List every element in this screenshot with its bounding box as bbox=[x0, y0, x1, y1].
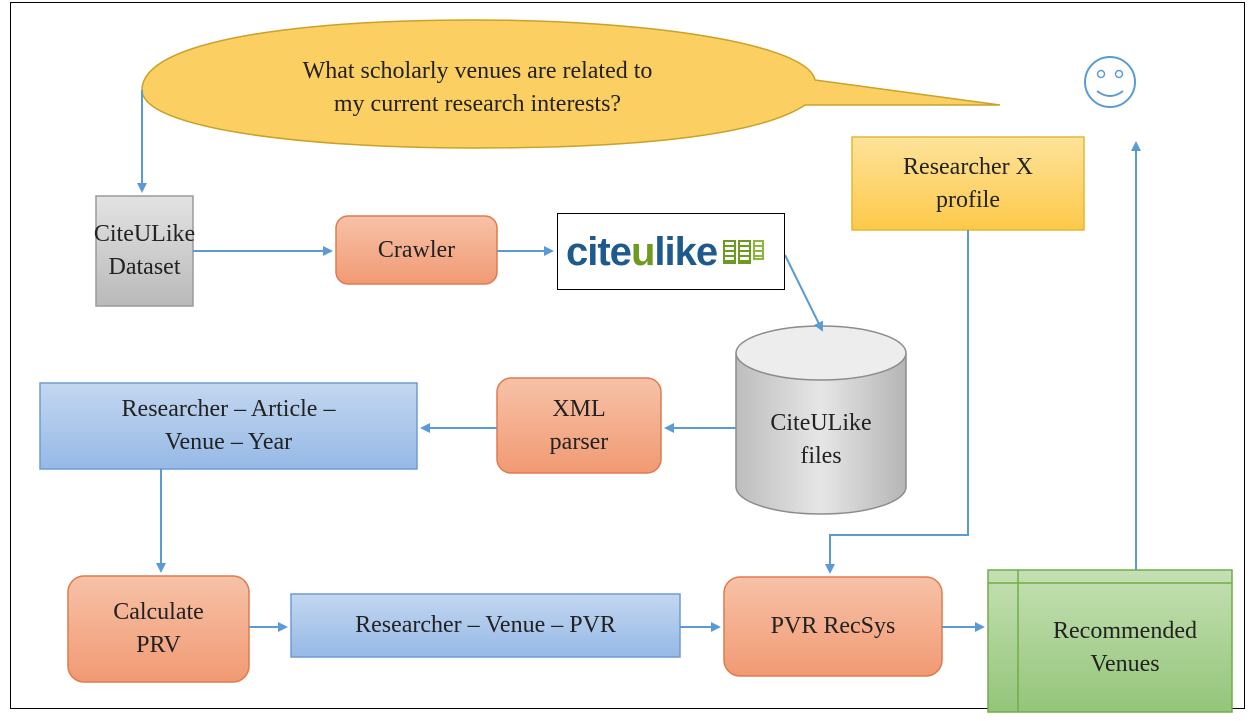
label-line: profile bbox=[936, 186, 1000, 213]
recommended-venues-label: Recommended Venues bbox=[1018, 583, 1232, 712]
label-line: Venue – Year bbox=[164, 429, 293, 455]
label-line: Researcher X bbox=[903, 153, 1033, 180]
citeulike-dataset-label: CiteULike Dataset bbox=[93, 196, 196, 306]
crawler-label: Crawler bbox=[336, 216, 497, 284]
rvp-table-label: Researcher – Venue – PVR bbox=[291, 594, 680, 657]
diagram-frame bbox=[10, 2, 1245, 709]
citeulike-dataset-box bbox=[95, 195, 194, 307]
document-icon bbox=[723, 239, 737, 264]
label-line: files bbox=[800, 443, 842, 469]
calculate-prv-label: Calculate PRV bbox=[68, 576, 249, 682]
logo-part-cite: cite bbox=[566, 229, 632, 274]
label-line: Researcher – Article – bbox=[121, 396, 336, 422]
rvp-table-box bbox=[290, 593, 681, 658]
citeulike-logo-icon: citeulike bbox=[557, 213, 785, 290]
citeulike-files-label: CiteULike files bbox=[736, 395, 906, 485]
label-line: Crawler bbox=[377, 236, 456, 263]
xml-parser-box bbox=[496, 377, 662, 474]
logo-part-like: like bbox=[654, 229, 718, 274]
label-line: Venues bbox=[1090, 650, 1160, 677]
database-cylinder-icon bbox=[735, 325, 907, 515]
researcher-profile-box bbox=[851, 136, 1085, 231]
label-line: PRV bbox=[136, 632, 181, 658]
logo-part-u: u bbox=[630, 229, 655, 274]
label-line: PVR RecSys bbox=[770, 613, 896, 639]
citeulike-wordmark: citeulike bbox=[566, 229, 718, 274]
smiley-face-icon bbox=[1084, 56, 1136, 108]
rav-table-label: Researcher – Article – Venue – Year bbox=[40, 383, 417, 469]
document-icon bbox=[753, 239, 765, 260]
question-line-1: What scholarly venues are related to bbox=[302, 58, 653, 84]
document-icon bbox=[738, 239, 752, 264]
calculate-prv-box bbox=[67, 575, 250, 683]
xml-parser-label: XML parser bbox=[497, 378, 661, 473]
label-line: XML bbox=[552, 395, 606, 422]
arrow-logo-to-files bbox=[784, 254, 823, 332]
researcher-profile-label: Researcher X profile bbox=[852, 137, 1084, 230]
question-bubble bbox=[141, 19, 1001, 149]
label-line: Researcher – Venue – PVR bbox=[355, 612, 616, 638]
label-line: Recommended bbox=[1053, 617, 1197, 644]
label-line: CiteULike bbox=[93, 221, 196, 247]
rav-table-box bbox=[39, 382, 418, 470]
label-line: Dataset bbox=[108, 254, 181, 280]
arrow-profile-to-recsys bbox=[825, 230, 969, 574]
question-line-2: my current research interests? bbox=[333, 91, 622, 117]
pvr-recsys-label: PVR RecSys bbox=[724, 577, 942, 676]
label-line: Calculate bbox=[113, 599, 204, 625]
question-text: What scholarly venues are related to my … bbox=[200, 48, 755, 128]
recommended-venues-box bbox=[987, 569, 1233, 713]
document-stack-icon bbox=[723, 239, 765, 264]
label-line: parser bbox=[549, 428, 609, 455]
label-line: CiteULike bbox=[770, 410, 872, 436]
